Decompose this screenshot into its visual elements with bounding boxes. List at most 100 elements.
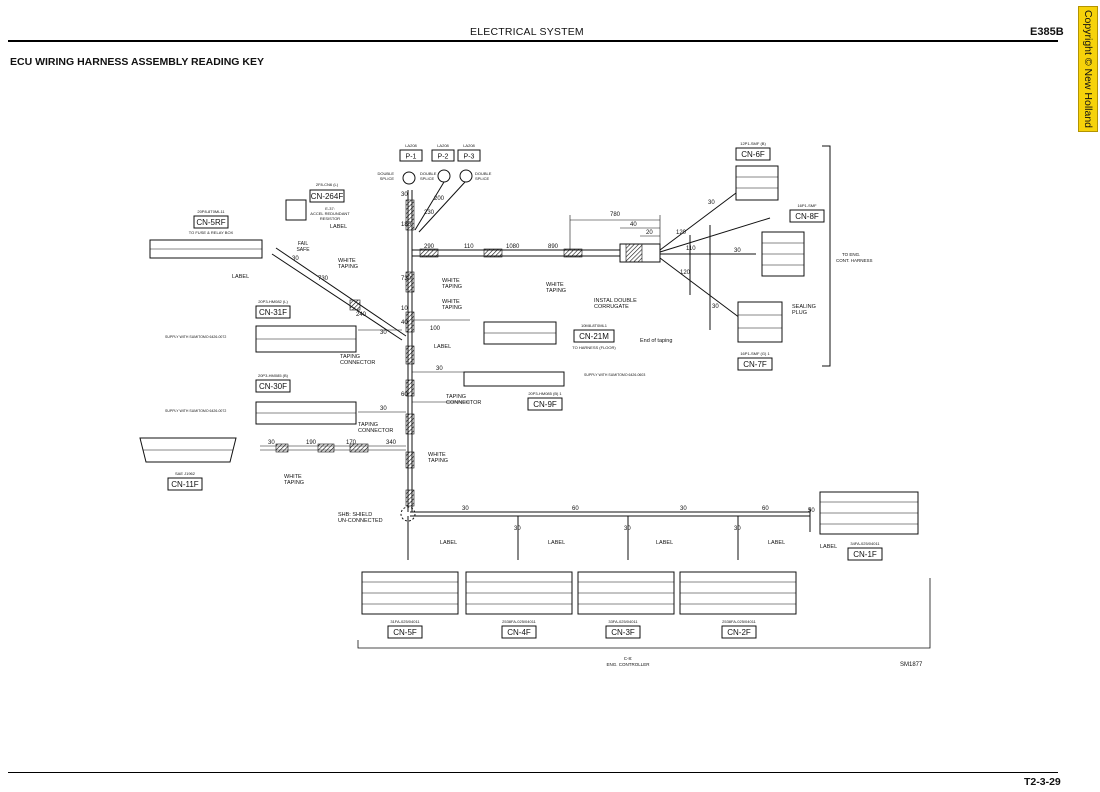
white-taping-5a: WHITE bbox=[428, 452, 446, 458]
taping-connector-3b: CONNECTOR bbox=[358, 428, 393, 434]
dim-30j: 30 bbox=[462, 506, 469, 512]
dim-730b: 730 bbox=[318, 276, 329, 282]
white-taping-4b: TAPING bbox=[546, 288, 566, 294]
dim-890: 890 bbox=[548, 244, 559, 250]
dim-30n: 30 bbox=[734, 526, 741, 532]
cn-7f-part: 16P1-SMF (G) 1 bbox=[740, 351, 770, 356]
to-eng-1: TO ENG. bbox=[842, 252, 860, 257]
dim-290: 290 bbox=[424, 244, 435, 250]
connector-cn-264f: CN-264F 2F8-CN6 (L) E-37: ACCEL REDUNDAN… bbox=[285, 182, 350, 253]
white-taping-5b: TAPING bbox=[428, 458, 448, 464]
ecu-bracket bbox=[357, 578, 931, 649]
dimension-lines bbox=[260, 215, 661, 451]
cn-9f-part: 20P3-HM085 (B) 1 bbox=[528, 391, 562, 396]
cn-5rf-note: TO FUSE & RELAY BOX bbox=[189, 230, 234, 235]
label-1f: LABEL bbox=[820, 544, 837, 550]
dim-20: 20 bbox=[646, 230, 653, 236]
connector-cn-21m: CN-21M 10M8-8T0ML1 TO HARNESS (FLOOR) bbox=[483, 321, 616, 350]
dim-730a: 730 bbox=[401, 276, 412, 282]
cn-1f-name: CN-1F bbox=[853, 550, 877, 559]
plug-p3-part: LA208 bbox=[463, 143, 475, 148]
white-taping-3a: WHITE bbox=[442, 299, 460, 305]
taping-connector-1b: CONNECTOR bbox=[340, 360, 375, 366]
dim-110b: 110 bbox=[686, 246, 696, 252]
taping-connector-1a: TAPING bbox=[340, 354, 360, 360]
dim-30b: 30 bbox=[708, 200, 715, 206]
supply-label-31f: SUPPLY WITH SUMITOMO 6426-0072 bbox=[165, 335, 226, 339]
taping-connector-3a: TAPING bbox=[358, 422, 378, 428]
dim-30d: 30 bbox=[401, 192, 408, 198]
resistor-label-3: RESISTOR bbox=[320, 216, 340, 221]
double-splice-1a: DOUBLE bbox=[378, 171, 395, 176]
dim-30m: 30 bbox=[624, 526, 631, 532]
double-splice-2a: DOUBLE bbox=[420, 171, 437, 176]
resistor-label-1: E-37: bbox=[325, 206, 335, 211]
cn-5rf-part: 20P8-8T0ML11 bbox=[197, 209, 225, 214]
to-eng-2: CONT. HARNESS bbox=[836, 258, 873, 263]
cn-21m-name: CN-21M bbox=[579, 332, 609, 341]
label-2f: LABEL bbox=[768, 540, 785, 546]
connector-cn-9f: CN-9F 20P3-HM085 (B) 1 SUPPLY WITH SUMIT… bbox=[463, 371, 645, 411]
dim-30e: 30 bbox=[292, 256, 299, 262]
cn-2f-part: 2538FA-025/04011 bbox=[722, 619, 757, 624]
plug-p2-part: LA208 bbox=[437, 143, 449, 148]
dim-60b: 60 bbox=[572, 506, 579, 512]
plug-p3: P-3 bbox=[464, 154, 475, 161]
fail-safe-2: SAFE bbox=[296, 247, 310, 253]
dim-40b: 40 bbox=[401, 320, 408, 326]
connector-cn-31f: CN-31F 20P3-HM082 (L) SUPPLY WITH SUMITO… bbox=[165, 299, 357, 353]
section-title: ECU WIRING HARNESS ASSEMBLY READING KEY bbox=[10, 56, 264, 68]
cn-30f-name: CN-30F bbox=[259, 382, 287, 391]
install-corrugate-2: CORRUGATE bbox=[594, 304, 629, 310]
bracket bbox=[822, 145, 831, 367]
ecu-label-1: C-8: bbox=[624, 656, 633, 661]
label-264f: LABEL bbox=[330, 224, 347, 230]
cn-31f-part: 20P3-HM082 (L) bbox=[258, 299, 288, 304]
dim-1080: 1080 bbox=[506, 244, 520, 250]
dim-100: 100 bbox=[430, 326, 441, 332]
double-splice-2b: SPLICE bbox=[420, 176, 435, 181]
dim-240: 240 bbox=[356, 312, 367, 318]
dim-170: 170 bbox=[346, 440, 357, 446]
cn-3f-part: 33FA-025/04011 bbox=[608, 619, 638, 624]
dim-30g: 30 bbox=[436, 366, 443, 372]
annotations: LABEL LABEL WHITE TAPING WHITE TAPING WH… bbox=[232, 224, 923, 668]
figure-id: SM1877 bbox=[900, 662, 923, 668]
label-4f: LABEL bbox=[548, 540, 565, 546]
white-taping-2b: TAPING bbox=[442, 284, 462, 290]
connector-cn-30f: CN-30F 20P3-HM085 (B) SUPPLY WITH SUMITO… bbox=[165, 373, 357, 425]
dim-60: 60 bbox=[401, 392, 408, 398]
taping-connector-2b: CONNECTOR bbox=[446, 400, 481, 406]
white-taping-3b: TAPING bbox=[442, 305, 462, 311]
cn-6f-name: CN-6F bbox=[741, 150, 765, 159]
cn-30f-part: 20P3-HM085 (B) bbox=[258, 373, 289, 378]
connector-cn-3f: CN-3F 33FA-025/04011 bbox=[577, 571, 675, 639]
dim-50: 50 bbox=[808, 508, 815, 514]
supply-label-30f: SUPPLY WITH SUMITOMO 6426-0072 bbox=[165, 409, 226, 413]
cn-9f-name: CN-9F bbox=[533, 400, 557, 409]
plug-p1-part: LA208 bbox=[405, 143, 417, 148]
cn-7f-name: CN-7F bbox=[743, 360, 767, 369]
white-taping-6b: TAPING bbox=[284, 480, 304, 486]
cn-5f-name: CN-5F bbox=[393, 628, 417, 637]
shield-marker bbox=[400, 506, 416, 522]
cn-31f-name: CN-31F bbox=[259, 308, 287, 317]
plug-p2: P-2 bbox=[438, 154, 449, 161]
ecu-label-2: ENG. CONTROLLER bbox=[606, 662, 650, 667]
white-taping-1b: TAPING bbox=[338, 264, 358, 270]
dim-120b: 120 bbox=[680, 270, 691, 276]
white-taping-1a: WHITE bbox=[338, 258, 356, 264]
connector-cn-5rf: CN-5RF 20P8-8T0ML11 TO FUSE & RELAY BOX bbox=[149, 209, 263, 259]
cn-4f-name: CN-4F bbox=[507, 628, 531, 637]
dim-180: 180 bbox=[401, 222, 412, 228]
connector-cn-2f: CN-2F 2538FA-025/04011 bbox=[679, 571, 797, 639]
cn-21m-note: TO HARNESS (FLOOR) bbox=[572, 345, 616, 350]
connector-cn-1f: CN-1F 34FA-025/04011 bbox=[819, 491, 919, 561]
page-header-title: ELECTRICAL SYSTEM bbox=[470, 26, 584, 38]
cn-8f-name: CN-8F bbox=[795, 212, 819, 221]
ecu-branches bbox=[407, 508, 811, 560]
dim-190: 190 bbox=[306, 440, 317, 446]
shield-1: SHB: SHIELD bbox=[338, 512, 372, 518]
fail-safe-1: FAIL bbox=[298, 241, 309, 247]
label-5f: LABEL bbox=[440, 540, 457, 546]
